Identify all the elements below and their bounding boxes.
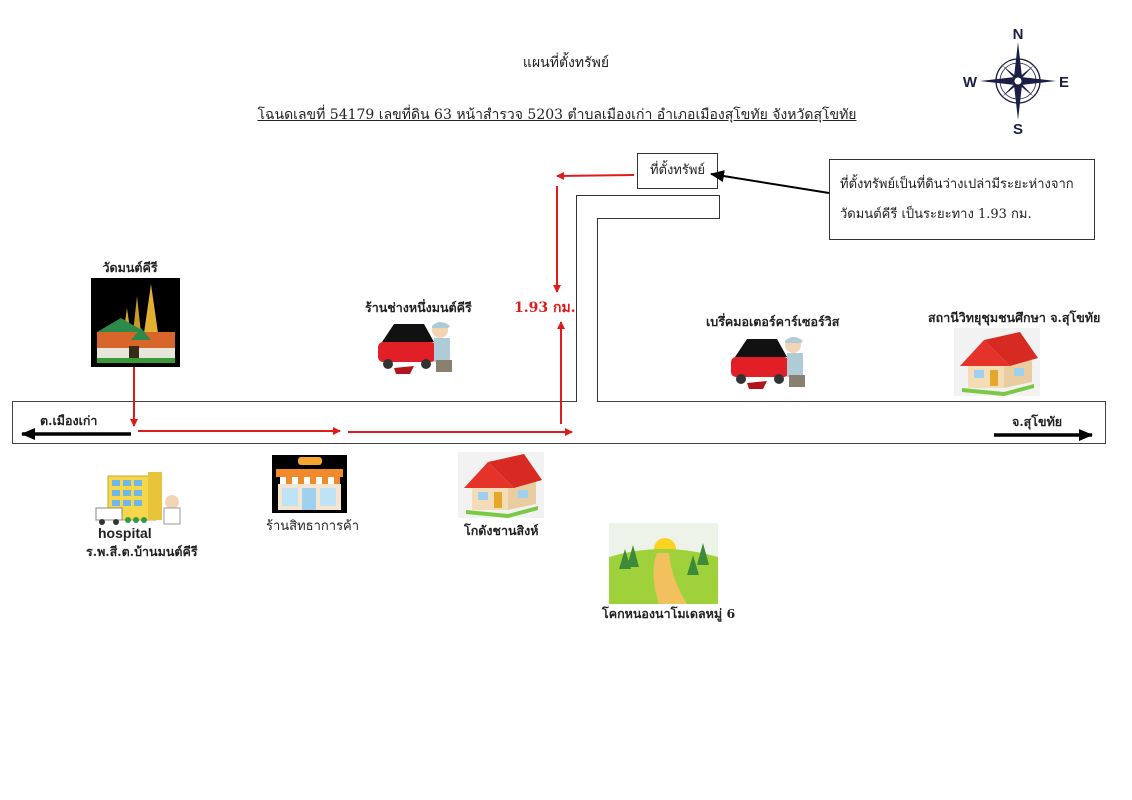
property-location-box: ที่ตั้งทรัพย์: [637, 153, 718, 189]
note-pointer-arrow: [710, 170, 830, 194]
house-icon-warehouse: [458, 452, 544, 518]
landscape-icon: [609, 523, 718, 604]
temple-label: วัดมนต์คีรี: [102, 260, 158, 275]
hospital-icon: [94, 466, 182, 528]
homestay-label: โคกหนองนาโมเดลหมู่ 6: [602, 606, 736, 621]
distance-label: 1.93 กม.: [514, 300, 576, 316]
compass-rose-icon: N S W E: [960, 22, 1070, 138]
compass-w: W: [963, 74, 978, 91]
shop-icon: [272, 455, 347, 513]
west-road-label: ต.เมืองเก่า: [40, 413, 98, 428]
compass-n: N: [1013, 26, 1024, 43]
property-note: ที่ตั้งทรัพย์เป็นที่ดินว่างเปล่ามีระยะห่…: [829, 159, 1095, 240]
hospital-caption: hospital: [98, 525, 152, 541]
radio-station-label: สถานีวิทยุชุมชนศึกษา จ.สุโขทัย: [928, 310, 1101, 325]
main-road: [12, 401, 1106, 444]
shop-label: ร้านสิทธาการค้า: [266, 519, 360, 534]
hospital-label: ร.พ.สี.ต.บ้านมนต์คีรี: [86, 544, 198, 559]
compass-e: E: [1059, 74, 1069, 91]
car-mechanic-icon: [374, 318, 464, 378]
map-title: แผนที่ตั้งทรัพย์: [522, 55, 610, 71]
house-icon: [954, 328, 1040, 396]
car-mechanic-icon-2: [727, 333, 817, 393]
warehouse-label: โกดังชานสิงห์: [464, 523, 539, 538]
east-road-label: จ.สุโขทัย: [1012, 414, 1063, 429]
temple-icon: [91, 278, 180, 367]
deed-subtitle: โฉนดเลขที่ 54179 เลขที่ดิน 63 หน้าสำรวจ …: [257, 107, 857, 123]
garage1-label: ร้านช่างหนึ่งมนต์คีรี: [365, 300, 472, 315]
garage2-label: เบรึ่คมอเตอร์คาร์เซอร์วิส: [706, 314, 840, 329]
compass-s: S: [1013, 121, 1023, 137]
route-segment-to-property: [556, 171, 635, 180]
side-road-vertical: [576, 218, 598, 402]
side-road-horizontal: [576, 195, 720, 219]
